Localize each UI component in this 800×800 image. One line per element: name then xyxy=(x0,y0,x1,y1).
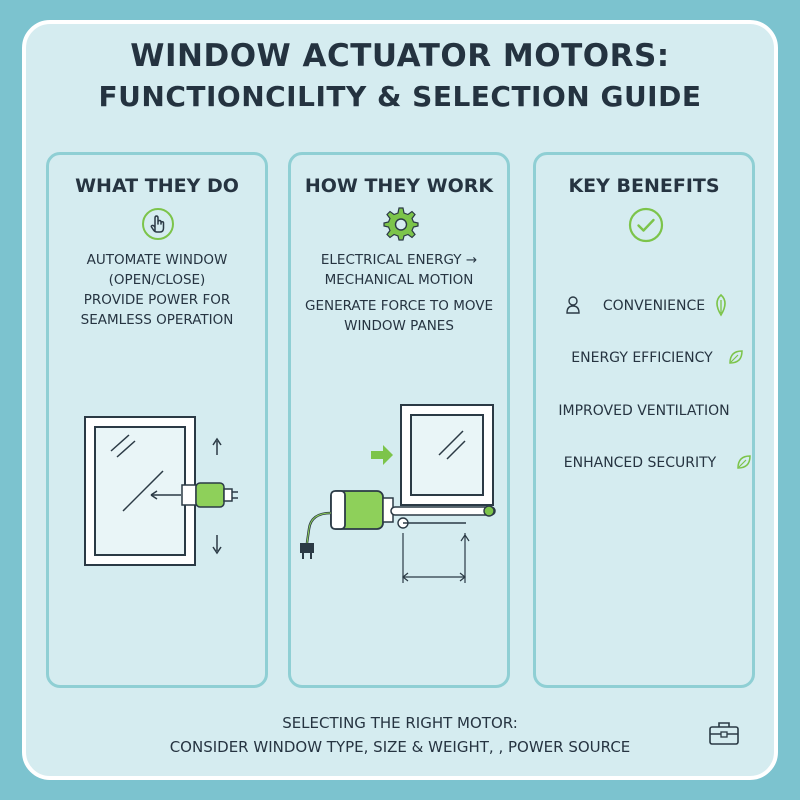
panel-text-line: PROVIDE POWER FOR xyxy=(83,292,231,308)
benefit-improved-ventilation: IMPROVED VENTILATION xyxy=(558,403,730,419)
leaf-icon xyxy=(716,293,726,317)
panel-key-benefits: KEY BENEFITS CONVENIENCE ENERGY EFFICIEN… xyxy=(533,152,755,688)
panel-heading: WHAT THEY DO xyxy=(75,175,239,197)
panel-what-they-do: WHAT THEY DO AUTOMATE WINDOW (OPEN/CLOSE… xyxy=(46,152,268,688)
toolbox-icon xyxy=(709,722,739,745)
panel-text-line: SEAMLESS OPERATION xyxy=(80,312,234,328)
leaf-icon xyxy=(729,350,743,364)
panel-text-line: (OPEN/CLOSE) xyxy=(108,272,206,288)
user-icon xyxy=(566,296,580,314)
benefit-enhanced-security: ENHANCED SECURITY xyxy=(563,455,717,471)
benefit-energy-efficiency: ENERGY EFFICIENCY xyxy=(571,350,713,366)
hand-pointer-icon xyxy=(142,208,174,240)
panel-how-they-work: HOW THEY WORK ELECTRICAL ENERGY → MECHAN… xyxy=(288,152,510,688)
footer-heading: SELECTING THE RIGHT MOTOR: xyxy=(282,714,518,732)
leaf-icon xyxy=(737,455,751,469)
title-line-2: FUNCTIONCILITY & SELECTION GUIDE xyxy=(98,80,702,113)
checkmark-circle-icon xyxy=(628,207,664,243)
panel-text-line: AUTOMATE WINDOW xyxy=(86,252,228,268)
panel-text-line: MECHANICAL MOTION xyxy=(324,272,474,288)
title-line-1: WINDOW ACTUATOR MOTORS: xyxy=(130,38,670,74)
panel-text-line: WINDOW PANES xyxy=(344,318,454,334)
gear-icon xyxy=(383,207,419,241)
panel-text-line: ELECTRICAL ENERGY → xyxy=(320,252,478,268)
panel-text-line: GENERATE FORCE TO MOVE xyxy=(304,298,494,314)
window-with-actuator-illustration xyxy=(84,416,238,566)
motor-mechanism-illustration xyxy=(300,404,496,583)
benefit-convenience: CONVENIENCE xyxy=(602,298,706,314)
footer-text: CONSIDER WINDOW TYPE, SIZE & WEIGHT, , P… xyxy=(169,738,631,756)
panel-heading: KEY BENEFITS xyxy=(568,175,720,197)
panel-heading: HOW THEY WORK xyxy=(304,175,494,197)
